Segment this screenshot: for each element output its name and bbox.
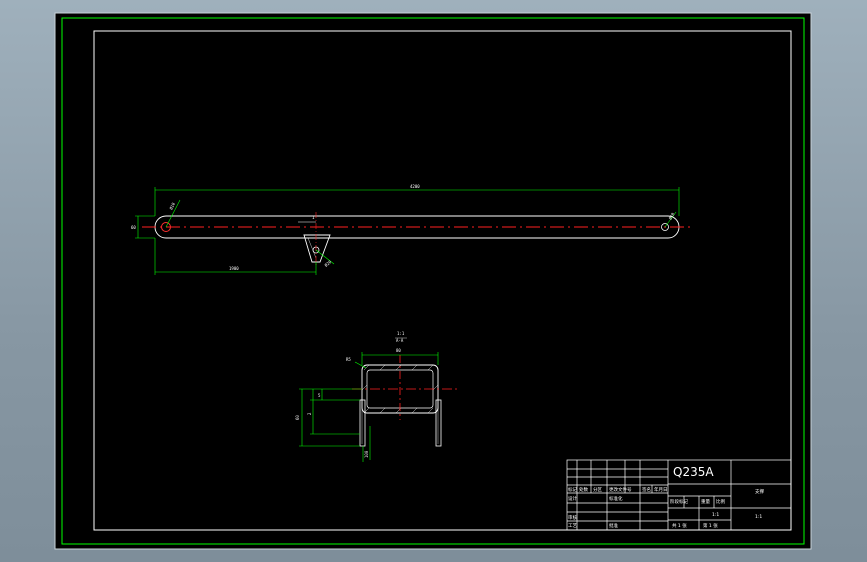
section-chamfer-leader <box>354 361 367 369</box>
section-dim-top-tag-1: 1:1 <box>397 331 405 336</box>
beam-outline <box>154 215 680 239</box>
title-scale-value: 1:1 <box>712 512 719 518</box>
tb-r0-c1: 处数 <box>579 486 588 493</box>
title-block <box>566 459 792 531</box>
title-weight-label: 重量 <box>701 498 710 505</box>
dim-overall-length: 4200 <box>410 184 420 189</box>
tb-r3-c0: 工艺 <box>568 523 577 529</box>
title-drawing-no: 1:1 <box>755 514 762 520</box>
title-sheet-label: 共 1 张 <box>672 522 687 529</box>
tb-r0-c2: 分区 <box>593 486 602 493</box>
section-lug-right <box>435 399 442 447</box>
outer-frame <box>61 17 805 545</box>
dim-lug-tag: 1 <box>312 215 315 220</box>
section-dim-small-1: 5 <box>318 393 321 398</box>
dim-beam-height: 60 <box>131 225 136 230</box>
right-hole <box>661 223 669 231</box>
dim-hole-offset: 1900 <box>229 266 239 271</box>
dim-hole-dia-right: Ø18 <box>668 211 676 220</box>
section-dim-top-tag-2: A-A <box>396 338 404 343</box>
title-sheet-no: 第 1 张 <box>703 522 718 529</box>
title-part-name: 支撑 <box>755 488 764 495</box>
tb-r0-c0: 标记 <box>568 486 577 493</box>
leader-right-hole <box>664 211 677 228</box>
lug-bracket <box>303 234 331 263</box>
tb-r3-c3: 批准 <box>609 522 618 529</box>
title-scale-label: 比例 <box>716 498 725 505</box>
tb-r0-c5: 年月日 <box>654 486 668 493</box>
lug-hatch <box>307 237 317 259</box>
section-dim-chamfer: R5 <box>346 357 351 362</box>
leader-lug <box>315 249 335 265</box>
tb-r2-c0: 审核 <box>568 514 577 521</box>
section-dim-top: 80 <box>396 348 401 353</box>
section-dim-height: 60 <box>295 415 300 420</box>
section-dim-small-2: 2 <box>307 412 312 415</box>
dim-lug-dia: Ø20 <box>323 259 332 268</box>
title-material: Q235A <box>673 465 714 479</box>
inner-border <box>93 30 792 531</box>
leader-left-hole <box>165 199 181 228</box>
tb-r1-c0: 设计 <box>568 495 577 502</box>
section-dim-lug-height: 100 <box>364 450 369 458</box>
tb-r0-c3: 更改文件号 <box>609 486 632 493</box>
dim-hole-dia-left: Ø18 <box>168 201 176 210</box>
section-view: 80 1:1 A-A R5 60 5 2 100 <box>295 331 458 462</box>
title-stage-label: 阶段标记 <box>670 498 688 505</box>
beam-front-view: 4200 1900 60 Ø18 Ø18 Ø20 1 <box>131 184 692 275</box>
tb-r1-c3: 标准化 <box>609 495 623 502</box>
title-block-frame <box>566 459 792 531</box>
section-lug-left <box>359 399 366 447</box>
tb-r0-c4: 签名 <box>642 486 651 493</box>
